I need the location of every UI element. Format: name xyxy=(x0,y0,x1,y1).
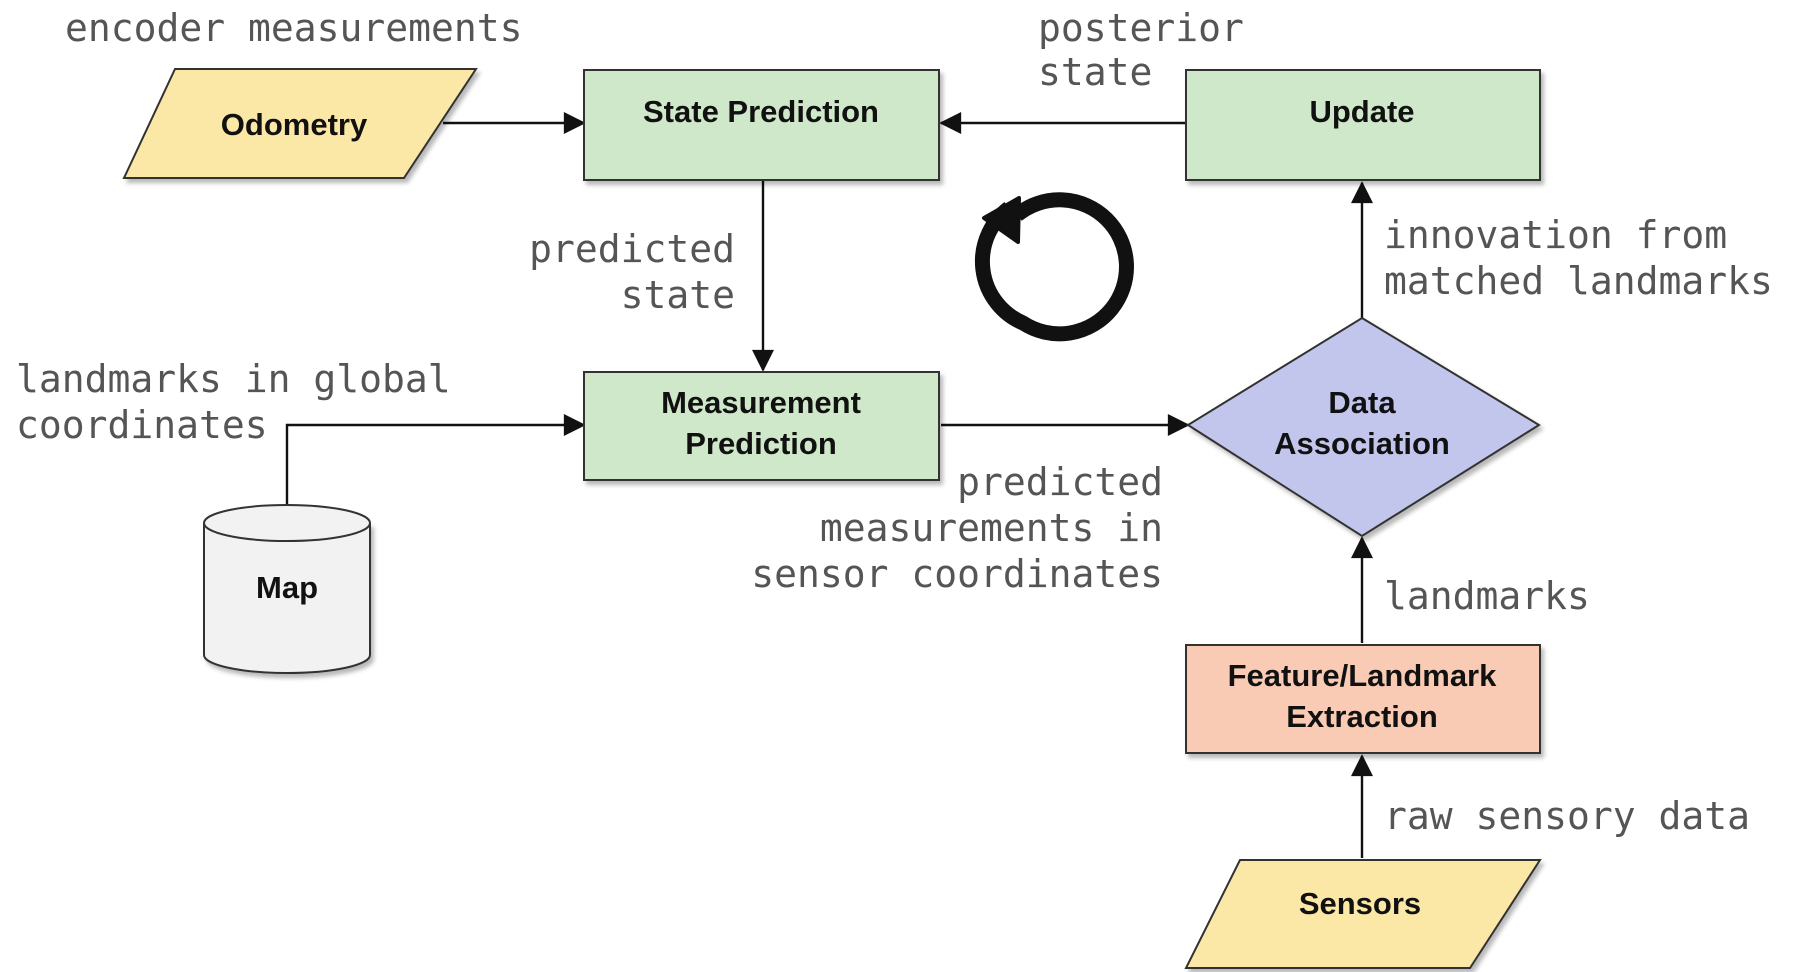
measurement-prediction-label-line1: Measurement xyxy=(661,385,861,420)
label-landmarks-global-line1: landmarks in global xyxy=(16,357,451,401)
label-innovation-line2: matched landmarks xyxy=(1384,259,1773,303)
label-innovation-line1: innovation from xyxy=(1384,213,1727,257)
odometry-label: Odometry xyxy=(221,107,368,142)
map-label: Map xyxy=(256,570,318,605)
label-raw-sensory-data: raw sensory data xyxy=(1384,794,1750,838)
label-predicted-measurements-line2: measurements in xyxy=(820,506,1163,550)
odometry-shape xyxy=(122,68,478,179)
label-predicted-state-line1: predicted xyxy=(529,227,735,271)
label-predicted-state-line2: state xyxy=(621,273,735,317)
map-cylinder-top xyxy=(203,504,371,542)
update-label: Update xyxy=(1309,94,1414,129)
odometry-node: Odometry xyxy=(122,68,478,179)
edge-map-to-measurement-prediction xyxy=(285,414,586,508)
label-predicted-measurements-line1: predicted xyxy=(957,460,1163,504)
map-node: Map xyxy=(203,504,371,674)
feature-extraction-box xyxy=(1185,644,1541,754)
label-posterior-state-line1: posterior xyxy=(1038,6,1244,50)
sensors-label: Sensors xyxy=(1299,886,1421,921)
data-association-diamond xyxy=(1186,316,1541,538)
state-prediction-label: State Prediction xyxy=(643,94,879,129)
measurement-prediction-label-line2: Prediction xyxy=(685,426,837,461)
measurement-prediction-node: Measurement Prediction xyxy=(583,371,940,481)
state-prediction-node: State Prediction xyxy=(583,69,940,181)
sensors-node: Sensors xyxy=(1184,859,1542,969)
label-posterior-state-line2: state xyxy=(1038,50,1152,94)
update-box xyxy=(1185,69,1541,181)
data-association-label-line2: Association xyxy=(1274,426,1450,461)
feature-extraction-label-line1: Feature/Landmark xyxy=(1228,658,1498,693)
feature-extraction-node: Feature/Landmark Extraction xyxy=(1185,644,1541,754)
label-landmarks: landmarks xyxy=(1384,574,1590,618)
refresh-cycle-icon xyxy=(974,192,1134,342)
map-cylinder xyxy=(203,523,371,674)
data-association-label-line1: Data xyxy=(1328,385,1396,420)
label-predicted-measurements-line3: sensor coordinates xyxy=(751,552,1163,596)
feature-extraction-label-line2: Extraction xyxy=(1286,699,1438,734)
label-encoder-measurements: encoder measurements xyxy=(65,6,523,50)
sensors-shape xyxy=(1184,859,1542,969)
label-landmarks-global-line2: coordinates xyxy=(16,403,268,447)
data-association-node: Data Association xyxy=(1186,316,1541,538)
measurement-prediction-box xyxy=(583,371,940,481)
update-node: Update xyxy=(1185,69,1541,181)
state-prediction-box xyxy=(583,69,940,181)
